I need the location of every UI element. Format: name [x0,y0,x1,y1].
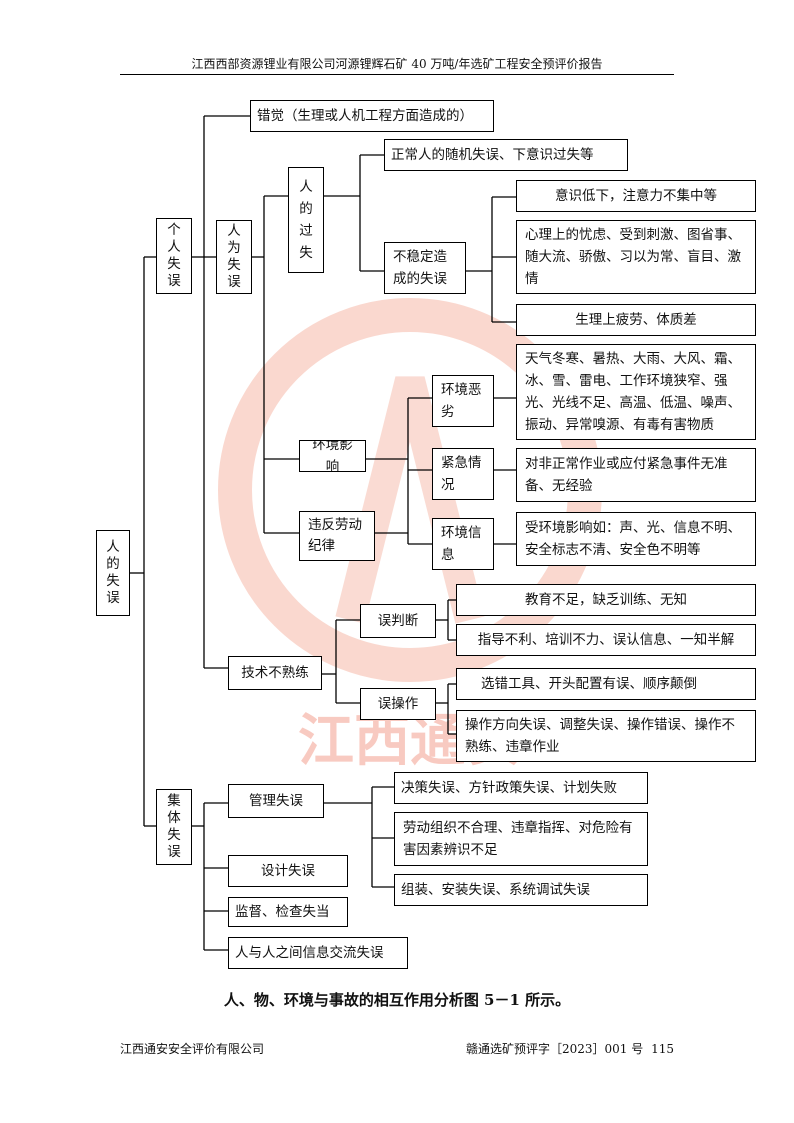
footer-page-number: 115 [651,1042,674,1056]
node-collective: 集体失误 [156,789,192,865]
node-assembly: 组装、安装失误、系统调试失误 [394,874,648,906]
node-fatigue: 生理上疲劳、体质差 [516,304,756,336]
node-emergency: 紧急情况 [432,448,494,500]
node-env-influence: 环境影响 [299,440,366,472]
footer-doc-number: 赣通选矿预评字［2023］001 号 115 [466,1041,674,1057]
node-env-info-desc: 受环境影响如：声、光、信息不明、安全标志不清、安全色不明等 [516,512,756,566]
node-comm: 人与人之间信息交流失误 [228,937,408,969]
node-human-fault: 人的过失 [288,167,324,273]
footer-company: 江西通安安全评价有限公司 [120,1042,265,1056]
node-design: 设计失误 [228,855,348,887]
node-env-info: 环境信息 [432,518,494,570]
page-header: 江西西部资源锂业有限公司河源锂辉石矿 40 万吨/年选矿工程安全预评价报告 [191,57,603,71]
node-weather: 天气冬寒、暑热、大雨、大风、霜、冰、雪、雷电、工作环境狭窄、强光、光线不足、高温… [516,344,756,440]
node-random-error: 正常人的随机失误、下意识过失等 [384,139,628,171]
node-edu: 教育不足，缺乏训练、无知 [456,584,756,616]
node-misoperate: 误操作 [360,688,436,720]
node-decision: 决策失误、方针政策失误、计划失败 [394,772,648,804]
node-low-awareness: 意识低下，注意力不集中等 [516,180,756,212]
node-misjudge: 误判断 [360,604,436,638]
node-human-made: 人为失误 [216,220,252,294]
node-violation: 违反劳动纪律 [299,511,375,561]
node-root: 人的失误 [96,530,130,616]
node-individual: 个人失误 [156,218,192,294]
node-op-direction: 操作方向失误、调整失误、操作错误、操作不熟练、违章作业 [456,710,756,762]
node-env-harsh: 环境恶劣 [432,375,494,427]
node-psychology: 心理上的忧虑、受到刺激、图省事、随大流、骄傲、习以为常、盲目、激情 [516,220,756,294]
node-labor-org: 劳动组织不合理、违章指挥、对危险有害因素辨识不足 [394,812,648,866]
node-unstable: 不稳定造成的失误 [384,242,466,294]
node-guidance: 指导不利、培训不力、误认信息、一知半解 [456,624,756,656]
node-illusion: 错觉（生理或人机工程方面造成的） [250,100,494,132]
footer-doc-no: 赣通选矿预评字［2023］001 号 [466,1042,644,1056]
node-supervise: 监督、检查失当 [228,897,348,927]
header-rule [120,74,674,75]
node-wrong-tool: 选错工具、开头配置有误、顺序颠倒 [456,668,756,700]
node-unskilled: 技术不熟练 [228,656,322,690]
node-mgmt: 管理失误 [228,784,324,818]
node-emergency-desc: 对非正常作业或应付紧急事件无准备、无经验 [516,448,756,502]
figure-caption: 人、物、环境与事故的相互作用分析图 5－1 所示。 [223,991,571,1009]
